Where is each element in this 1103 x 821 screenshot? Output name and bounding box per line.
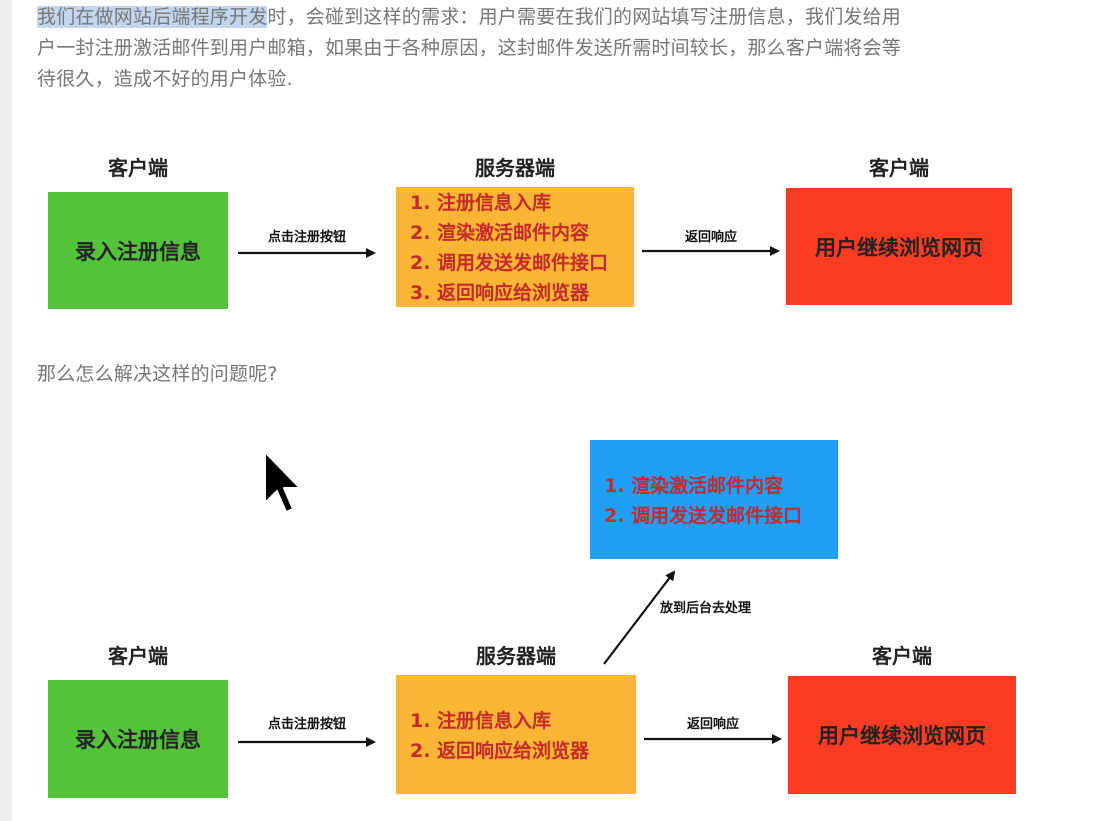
d1-client-box: 录入注册信息 xyxy=(48,192,228,309)
d1-server-step: 2. 渲染激活邮件内容 xyxy=(410,222,590,244)
d2-server-step: 2. 返回响应给浏览器 xyxy=(410,739,590,762)
d2-arrow1-label: 点击注册按钮 xyxy=(267,717,346,732)
d2-server-box: 1. 注册信息入库 2. 返回响应给浏览器 xyxy=(396,675,636,794)
d1-server-box: 1. 注册信息入库 2. 渲染激活邮件内容 2. 调用发送发邮件接口 3. 返回… xyxy=(396,187,634,307)
d1-server-label: 服务器端 xyxy=(475,156,555,180)
mouse-pointer-icon xyxy=(264,451,301,513)
d1-arrow1-label: 点击注册按钮 xyxy=(267,230,346,245)
d1-server-step: 1. 注册信息入库 xyxy=(410,192,552,214)
question-text: 那么怎么解决这样的问题呢? xyxy=(37,363,278,385)
intro-paragraph: 我们在做网站后端程序开发时，会碰到这样的需求：用户需要在我们的网站填写注册信息，… xyxy=(37,2,901,95)
d1-client2-label: 客户端 xyxy=(869,156,929,180)
d1-server-step: 3. 返回响应给浏览器 xyxy=(410,282,590,304)
intro-line-2: 户一封注册激活邮件到用户邮箱，如果由于各种原因，这封邮件发送所需时间较长，那么客… xyxy=(37,37,902,59)
d1-result-box: 用户继续浏览网页 xyxy=(786,188,1012,305)
d2-background-label: 放到后台去处理 xyxy=(660,601,752,616)
d2-server-step: 1. 注册信息入库 xyxy=(410,709,552,732)
d2-background-step: 1. 渲染激活邮件内容 xyxy=(604,474,784,497)
d1-arrow2-label: 返回响应 xyxy=(684,230,737,245)
selected-text-highlight[interactable]: 我们在做网站后端程序开发 xyxy=(37,6,268,28)
intro-line-3: 待很久，造成不好的用户体验. xyxy=(37,68,293,90)
d2-server-label: 服务器端 xyxy=(476,644,556,668)
d2-client-label: 客户端 xyxy=(108,644,168,668)
d2-background-step: 2. 调用发送发邮件接口 xyxy=(604,504,803,527)
intro-line-1: 我们在做网站后端程序开发时，会碰到这样的需求：用户需要在我们的网站填写注册信息，… xyxy=(37,2,901,33)
d2-client-box: 录入注册信息 xyxy=(48,680,228,798)
d2-background-box: 1. 渲染激活邮件内容 2. 调用发送发邮件接口 xyxy=(590,440,838,559)
d2-result-box: 用户继续浏览网页 xyxy=(788,676,1016,794)
d2-arrow2-label: 返回响应 xyxy=(686,717,739,732)
content-left-border xyxy=(0,0,12,821)
intro-line-1-rest: 时，会碰到这样的需求：用户需要在我们的网站填写注册信息，我们发给用 xyxy=(267,6,902,28)
d2-client2-label: 客户端 xyxy=(872,644,932,668)
d1-server-step: 2. 调用发送发邮件接口 xyxy=(410,252,609,274)
d1-client-label: 客户端 xyxy=(108,156,168,180)
d2-arrow-to-background xyxy=(603,570,676,665)
